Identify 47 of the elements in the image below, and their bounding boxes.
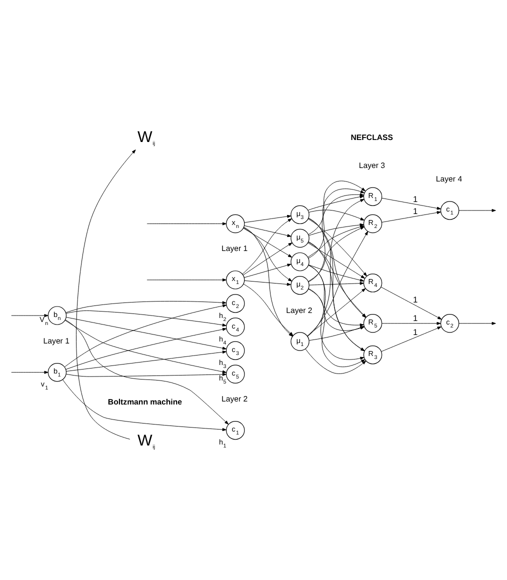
arrow	[243, 228, 292, 258]
arrow	[66, 350, 227, 372]
arrow	[308, 242, 365, 278]
arrow	[308, 288, 364, 330]
edge-label: 1	[412, 294, 418, 304]
arrow	[458, 321, 496, 324]
arrow	[65, 318, 229, 424]
arrow	[382, 197, 441, 210]
arrow	[11, 370, 48, 374]
arrow	[308, 264, 364, 282]
node-text: W$_{ij}$	[138, 432, 156, 450]
arrow	[146, 278, 227, 281]
arrow	[242, 242, 292, 275]
arrow	[308, 194, 364, 210]
arrow	[146, 222, 227, 225]
arrow	[380, 286, 442, 320]
arrow	[11, 314, 48, 317]
node-text: W$_{ij}$	[138, 128, 156, 146]
arrow	[66, 310, 226, 326]
arrow	[382, 210, 441, 222]
arrow	[308, 326, 364, 340]
edge-label: 1	[412, 194, 418, 204]
edge-label: 1	[412, 326, 418, 337]
arrow	[308, 218, 367, 276]
arrow	[66, 372, 227, 376]
arrow	[381, 326, 442, 352]
arrow	[382, 321, 441, 324]
arrow	[244, 214, 292, 222]
arrow	[458, 208, 496, 212]
arrow	[243, 227, 292, 281]
arrow	[62, 378, 226, 431]
arrow	[308, 281, 364, 285]
edge-label: 1	[412, 312, 418, 323]
arrow	[244, 263, 292, 278]
arrow	[308, 264, 364, 326]
arrow	[244, 280, 292, 286]
arrow	[242, 218, 292, 274]
edge-label: 1	[412, 206, 418, 216]
arrow	[307, 230, 368, 336]
arrow	[308, 209, 364, 220]
arrow	[66, 300, 226, 312]
arrow	[64, 304, 227, 367]
arrow	[64, 320, 227, 373]
arrow	[66, 316, 227, 350]
arrow	[66, 327, 227, 370]
arrow	[76, 149, 136, 439]
arrow	[244, 224, 292, 237]
